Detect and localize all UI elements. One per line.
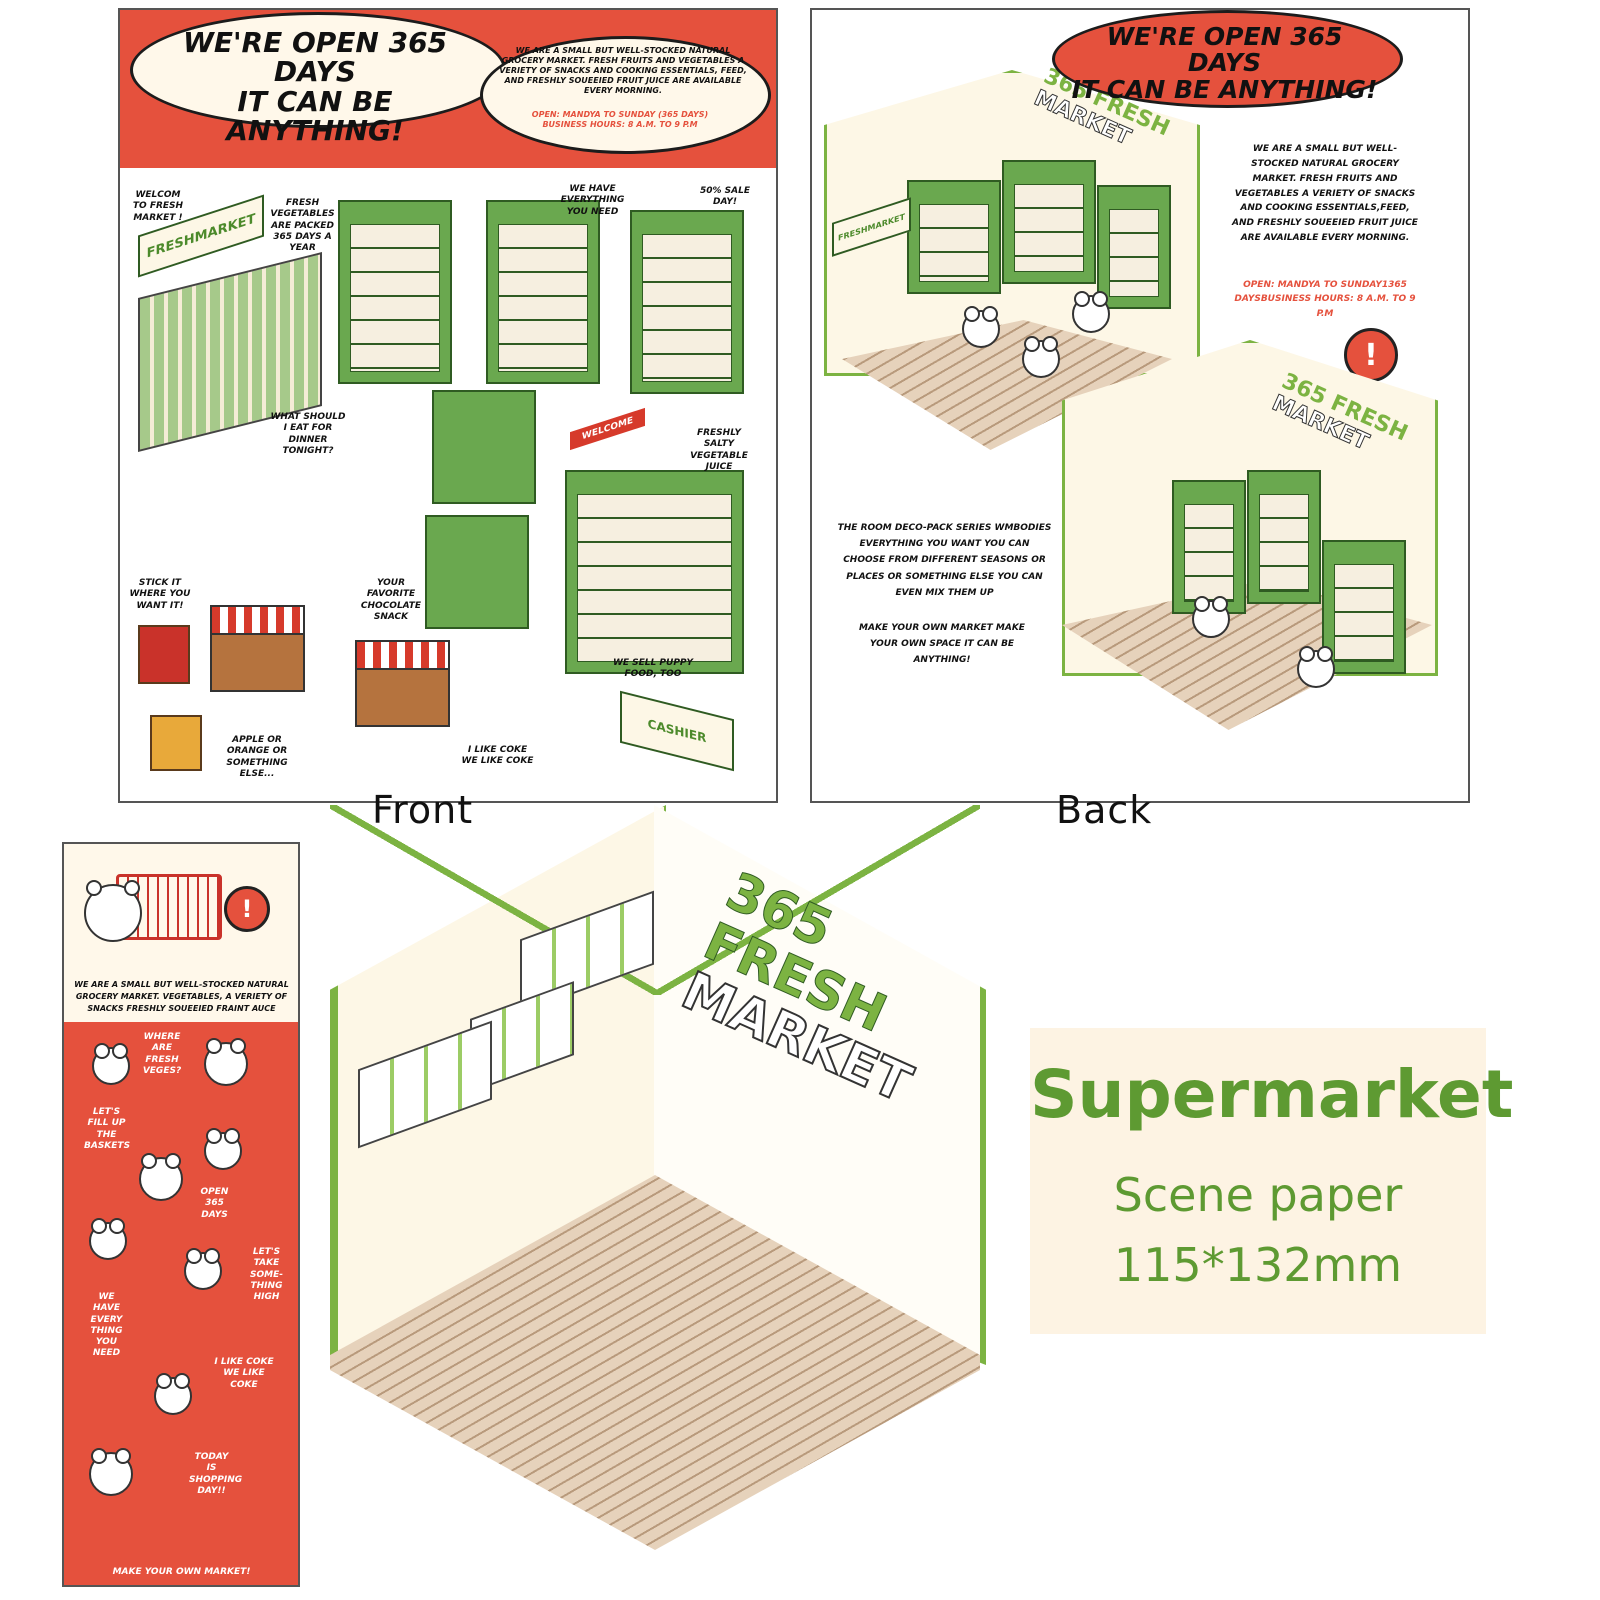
- product-subtitle: Scene paper: [1113, 1168, 1403, 1222]
- back-headline: WE'RE OPEN 365 DAYS IT CAN BE ANYTHING!: [1067, 22, 1382, 104]
- back-series-text: THE ROOM DECO-PACK SERIES WMBODIES EVERY…: [837, 523, 1052, 598]
- front-headline: WE'RE OPEN 365 DAYS IT CAN BE ANYTHING!: [145, 28, 485, 146]
- shelf-unit-3: [630, 210, 744, 394]
- front-note-6: STICK IT WHERE YOU WANT IT!: [129, 578, 191, 611]
- front-note-0: WELCOM TO FRESH MARKET !: [132, 190, 184, 223]
- back-room-1-shelf-a: [907, 180, 1001, 294]
- sticker-note-0: WHERE ARE FRESH VEGES?: [142, 1032, 182, 1076]
- sticker-bear-6: [184, 1248, 222, 1290]
- front-note-1: FRESH VEGETABLES ARE PACKED 365 DAYS A Y…: [270, 198, 335, 253]
- cashier-label: CASHIER: [647, 716, 707, 746]
- sticker-sheet: ! WE ARE A SMALL BUT WELL-STOCKED NATURA…: [62, 842, 300, 1587]
- sticker-note-5: I LIKE COKE WE LIKE COKE: [214, 1357, 274, 1390]
- back-bear-5: [1297, 646, 1335, 688]
- front-note-3: 50% SALE DAY!: [699, 186, 750, 208]
- back-exclaim-mark: !: [1364, 337, 1378, 373]
- sticker-exclaim-mark: !: [241, 895, 253, 923]
- sticker-note-3: LET'S TAKE SOME-THING HIGH: [250, 1247, 283, 1302]
- market-stall-1: [210, 605, 305, 692]
- corner-shelf-unit: [565, 470, 744, 674]
- back-room-2-shelf-c: [1322, 540, 1406, 674]
- back-bear-1: [962, 306, 1000, 348]
- sticker-note-6: TODAY IS SHOPPING DAY!!: [189, 1452, 243, 1496]
- back-room-2-shelf-b: [1247, 470, 1321, 604]
- cashier-counter: CASHIER: [620, 690, 734, 772]
- back-sheet: FRESHMARKET 365 FRESH MARKET WE'RE OPEN …: [810, 8, 1470, 803]
- back-caption: Back: [1056, 788, 1153, 832]
- back-headline-line1: WE'RE OPEN 365 DAYS: [1106, 22, 1343, 78]
- product-size: 115*132mm: [1113, 1238, 1403, 1292]
- front-note-2: WE HAVE EVERYTHING YOU NEED: [560, 184, 625, 217]
- front-headline-line2: IT CAN BE ANYTHING!: [226, 84, 404, 148]
- sticker-bear-8: [89, 1448, 133, 1496]
- product-title: Supermarket: [1030, 1056, 1514, 1133]
- sticker-note-1: LET'S FILL UP THE BASKETS: [84, 1107, 131, 1151]
- back-headline-bubble: [1052, 10, 1403, 108]
- shelf-unit-1: [338, 200, 452, 384]
- back-bear-3: [1072, 291, 1110, 333]
- sticker-intro-text: WE ARE A SMALL BUT WELL-STOCKED NATURAL …: [74, 980, 289, 1013]
- sticker-bear-4: [139, 1153, 183, 1201]
- front-note-8: WE SELL PUPPY FOOD, TOO: [612, 658, 694, 680]
- sticker-red-area: WHERE ARE FRESH VEGES? LET'S FILL UP THE…: [64, 1022, 298, 1585]
- sticker-bear-top: [84, 880, 142, 942]
- front-note-10: I LIKE COKE WE LIKE COKE: [461, 745, 534, 767]
- front-headline-bubble: [130, 12, 506, 128]
- back-bear-4: [1192, 596, 1230, 638]
- front-intro-text: WE ARE A SMALL BUT WELL-STOCKED NATURAL …: [499, 46, 747, 95]
- empty-room: 365 FRESH MARKET: [330, 805, 986, 1550]
- back-hours-text: OPEN: MANDYA TO SUNDAY1365 DAYSBUSINESS …: [1234, 280, 1416, 319]
- back-room-2-shelf-a: [1172, 480, 1246, 614]
- back-bear-2: [1022, 336, 1060, 378]
- welcome-mat: WELCOME: [570, 407, 645, 451]
- back-room-1-shelf-b: [1002, 160, 1096, 284]
- product-label: Supermarket Scene paper 115*132mm: [1030, 1028, 1514, 1334]
- back-room-1-shelf-c: [1097, 185, 1171, 309]
- sticker-note-2: OPEN 365 DAYS: [200, 1187, 229, 1220]
- front-info-bubble: [480, 36, 771, 154]
- sticker-note-4: WE HAVE EVERY THING YOU NEED: [90, 1292, 123, 1359]
- back-intro-text: WE ARE A SMALL BUT WELL-STOCKED NATURAL …: [1232, 144, 1418, 244]
- shelf-unit-2: [486, 200, 600, 384]
- front-headline-line1: WE'RE OPEN 365 DAYS: [182, 26, 448, 89]
- front-note-5: FRESHLY SALTY VEGETABLE JUICE: [690, 428, 748, 472]
- apple-crate: [138, 625, 190, 684]
- shelf-end-cap-1: [432, 390, 536, 504]
- front-hours-text: OPEN: MANDYA TO SUNDAY (365 DAYS) BUSINE…: [531, 110, 709, 129]
- shelf-end-cap-2: [425, 515, 529, 629]
- back-slogan-text: MAKE YOUR OWN MARKET MAKE YOUR OWN SPACE…: [859, 623, 1025, 666]
- sticker-bear-1: [92, 1043, 130, 1085]
- orange-crate: [150, 715, 202, 771]
- sticker-bear-7: [154, 1373, 192, 1415]
- back-headline-line2: IT CAN BE ANYTHING!: [1071, 74, 1378, 104]
- front-sheet: WE'RE OPEN 365 DAYS IT CAN BE ANYTHING! …: [118, 8, 778, 803]
- sticker-bear-5: [89, 1218, 127, 1260]
- sticker-bear-3: [204, 1128, 242, 1170]
- sticker-exclaim-badge: !: [224, 886, 270, 932]
- front-note-4: WHAT SHOULD I EAT FOR DINNER TONIGHT?: [270, 412, 346, 456]
- market-stall-2: [355, 640, 450, 727]
- sticker-bear-2: [204, 1038, 248, 1086]
- sticker-footer: MAKE YOUR OWN MARKET!: [112, 1567, 251, 1577]
- front-note-9: APPLE OR ORANGE OR SOMETHING ELSE...: [226, 735, 288, 779]
- front-note-7: YOUR FAVORITE CHOCOLATE SNACK: [360, 578, 422, 622]
- welcome-mat-label: WELCOME: [581, 415, 634, 443]
